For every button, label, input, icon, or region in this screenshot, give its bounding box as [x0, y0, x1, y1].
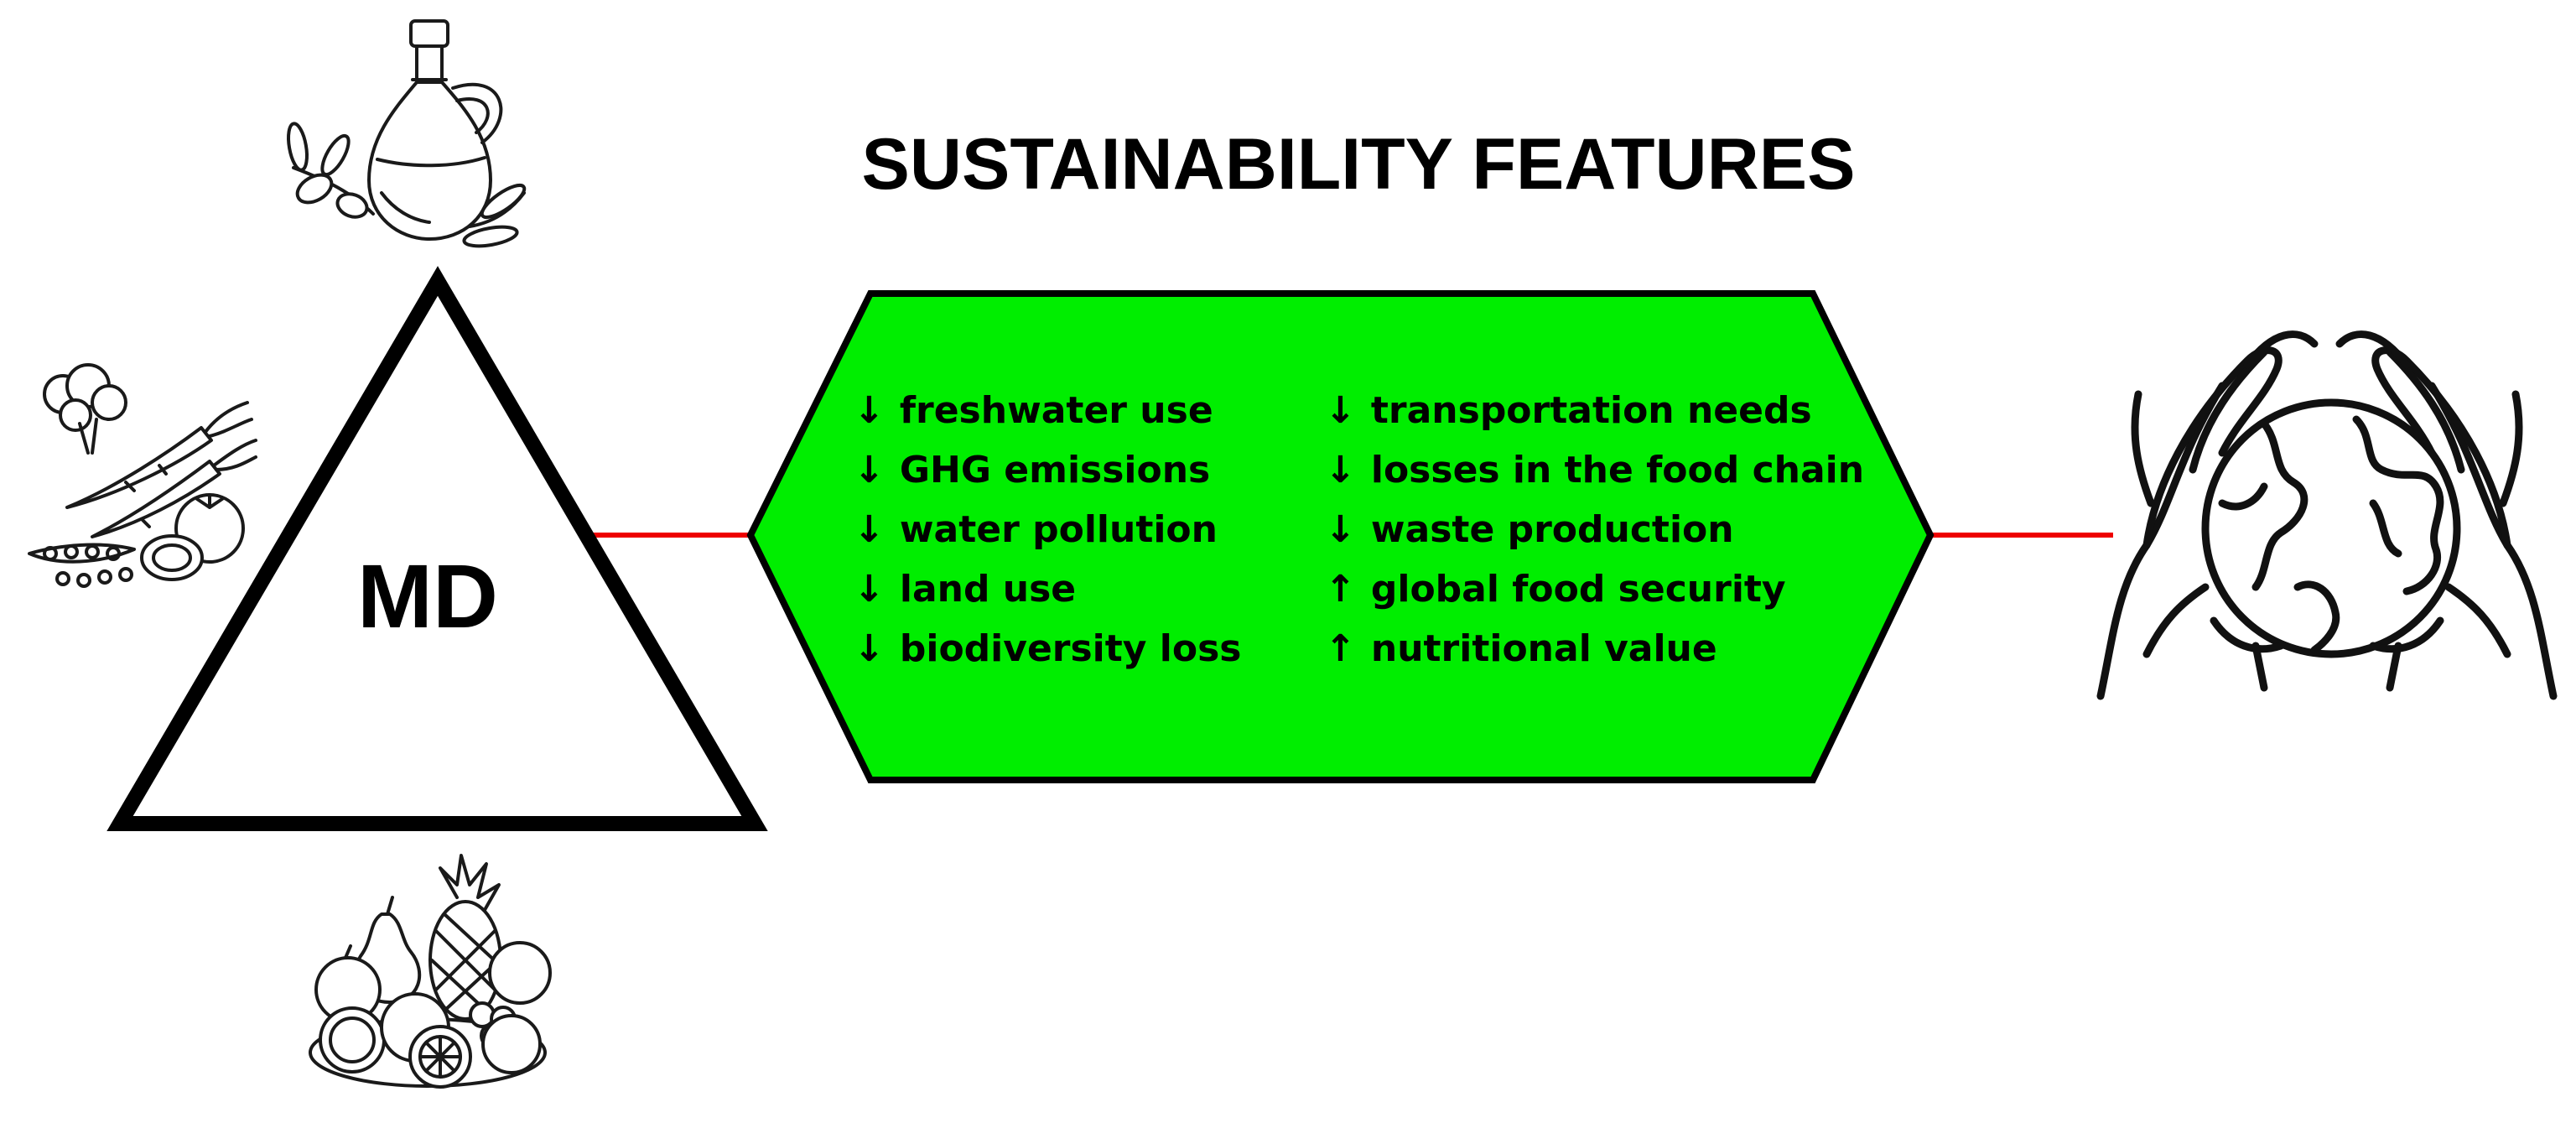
feature-land-use: ↓land use: [854, 568, 1076, 611]
olive-oil-bottle-icon: [287, 19, 527, 248]
hands-holding-earth-icon: [2096, 330, 2558, 700]
feature-biodiversity-loss: ↓biodiversity loss: [854, 627, 1241, 670]
vegetables-icon: [28, 363, 257, 588]
features-right-column: ↓transportation needs ↓losses in the foo…: [1325, 389, 1864, 670]
feature-nutritional-value: ↑nutritional value: [1325, 627, 1717, 670]
features-left-column: ↓freshwater use ↓GHG emissions ↓water po…: [854, 389, 1241, 670]
feature-transportation-needs: ↓transportation needs: [1325, 389, 1812, 432]
md-label: MD: [357, 545, 498, 647]
md-triangle: [106, 266, 768, 831]
feature-ghg-emissions: ↓GHG emissions: [854, 449, 1210, 491]
feature-global-food-security: ↑global food security: [1325, 568, 1786, 611]
sustainability-hexagon: [746, 290, 1935, 783]
feature-freshwater-use: ↓freshwater use: [854, 389, 1213, 432]
page-title: SUSTAINABILITY FEATURES: [862, 124, 1856, 205]
feature-water-pollution: ↓water pollution: [854, 508, 1218, 551]
feature-waste-production: ↓waste production: [1325, 508, 1734, 551]
fruit-basket-icon: [309, 854, 552, 1089]
feature-food-chain-losses: ↓losses in the food chain: [1325, 449, 1864, 491]
